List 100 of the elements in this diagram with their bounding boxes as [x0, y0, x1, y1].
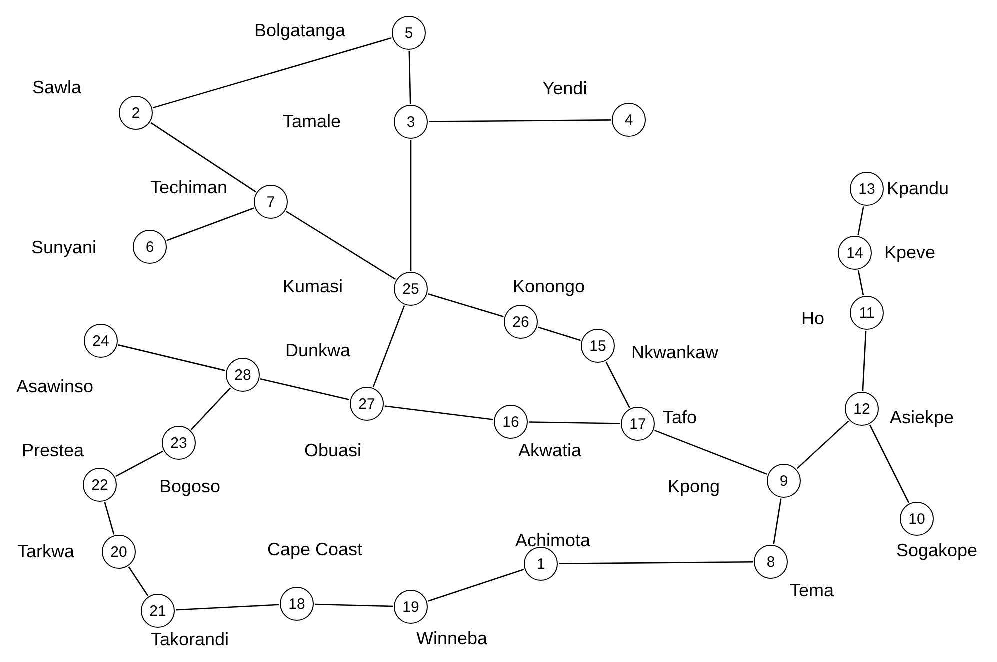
node-number: 16 [502, 414, 520, 430]
node-number: 4 [624, 112, 634, 128]
station-circle [504, 305, 538, 339]
node-number: 18 [288, 596, 306, 612]
town-name: Sawla [32, 78, 82, 98]
connector-line [410, 140, 412, 271]
town-name: Asiekpe [890, 408, 954, 428]
town-name: Winneba [416, 628, 488, 650]
node-number: 13 [858, 180, 876, 198]
town-name: Kumasi [282, 276, 344, 298]
station-circle [494, 405, 528, 439]
connector-line [176, 604, 280, 611]
node-number: 26 [512, 314, 530, 330]
connector-line [862, 330, 867, 392]
station-circle [845, 392, 879, 426]
connector-line [372, 306, 406, 388]
town-name: Tarkwa [18, 542, 74, 562]
node-number: 17 [630, 416, 646, 432]
town-name: Tema [790, 580, 834, 602]
town-name: Tamale [282, 112, 342, 132]
connector-line [858, 270, 864, 296]
connector-line [166, 208, 254, 242]
town-name: Sogakope [896, 540, 978, 562]
station-circle [524, 547, 558, 581]
node-number: 9 [780, 472, 788, 490]
town-name: Nkwankaw [631, 342, 719, 364]
station-circle [280, 587, 314, 621]
town-name: Sunyani [31, 238, 97, 258]
node-number: 10 [908, 510, 926, 528]
station-circle [133, 230, 167, 264]
station-circle [394, 105, 428, 139]
node-number: 21 [150, 602, 166, 620]
town-name: Achimota [515, 530, 591, 552]
connector-line [606, 362, 630, 408]
town-name: Yendi [542, 78, 588, 100]
station-circle [392, 16, 426, 50]
station-circle [900, 502, 934, 536]
town-name: Prestea [22, 440, 84, 462]
station-circle [254, 185, 288, 219]
station-circle [394, 272, 428, 306]
node-number: 14 [846, 244, 864, 262]
connector-line [773, 498, 782, 544]
town-name: Bolgatanga [254, 20, 346, 42]
node-number: 11 [859, 304, 875, 322]
station-circle [581, 329, 615, 363]
town-name: Konongo [512, 276, 586, 298]
station-circle [83, 468, 117, 502]
node-number: 20 [110, 544, 128, 560]
connector-line [529, 422, 620, 424]
town-name: Asawinso [16, 376, 94, 398]
node-number: 7 [266, 194, 276, 210]
station-circle [850, 172, 884, 206]
node-number: 19 [402, 598, 420, 616]
connector-line [408, 50, 412, 104]
connector-line [118, 344, 226, 372]
station-circle [226, 358, 260, 392]
connector-line [796, 420, 850, 470]
node-number: 3 [406, 114, 416, 130]
connector-line [153, 37, 392, 109]
connector-line [429, 120, 611, 122]
town-name: Takorandi [150, 630, 230, 650]
connector-line [869, 424, 910, 504]
node-number: 28 [234, 366, 252, 384]
town-name: Obuasi [304, 440, 362, 462]
connector-line [858, 206, 864, 236]
node-number: 5 [404, 24, 414, 42]
node-number: 6 [146, 238, 154, 256]
station-circle [350, 387, 384, 421]
connector-line [104, 502, 115, 535]
node-number: 23 [170, 434, 188, 452]
node-number: 25 [402, 280, 420, 298]
connector-line [559, 562, 753, 564]
town-name: Kpeve [884, 242, 936, 264]
connector-line [116, 450, 164, 478]
station-circle [850, 296, 884, 330]
town-name: Dunkwa [285, 340, 351, 362]
station-circle [394, 590, 428, 624]
station-circle [621, 407, 655, 441]
connector-line [428, 294, 504, 318]
town-name: Akwatia [518, 440, 582, 462]
connector-line [286, 210, 396, 280]
station-circle [102, 535, 136, 569]
station-circle [767, 464, 801, 498]
node-number: 8 [766, 554, 776, 570]
station-circle [162, 426, 196, 460]
station-circle [119, 96, 153, 130]
town-name: Kpandu [886, 178, 950, 200]
connector-line [260, 378, 350, 401]
connector-line [384, 406, 494, 420]
connector-line [654, 430, 768, 476]
node-number: 15 [590, 338, 606, 354]
node-number: 12 [854, 400, 870, 418]
station-circle [84, 324, 118, 358]
town-name: Bogoso [159, 476, 221, 498]
station-circle [838, 236, 872, 270]
node-number: 24 [92, 332, 110, 350]
connector-line [190, 388, 232, 430]
connector-line [538, 326, 581, 342]
connector-line [428, 569, 524, 602]
node-number: 22 [92, 476, 108, 494]
